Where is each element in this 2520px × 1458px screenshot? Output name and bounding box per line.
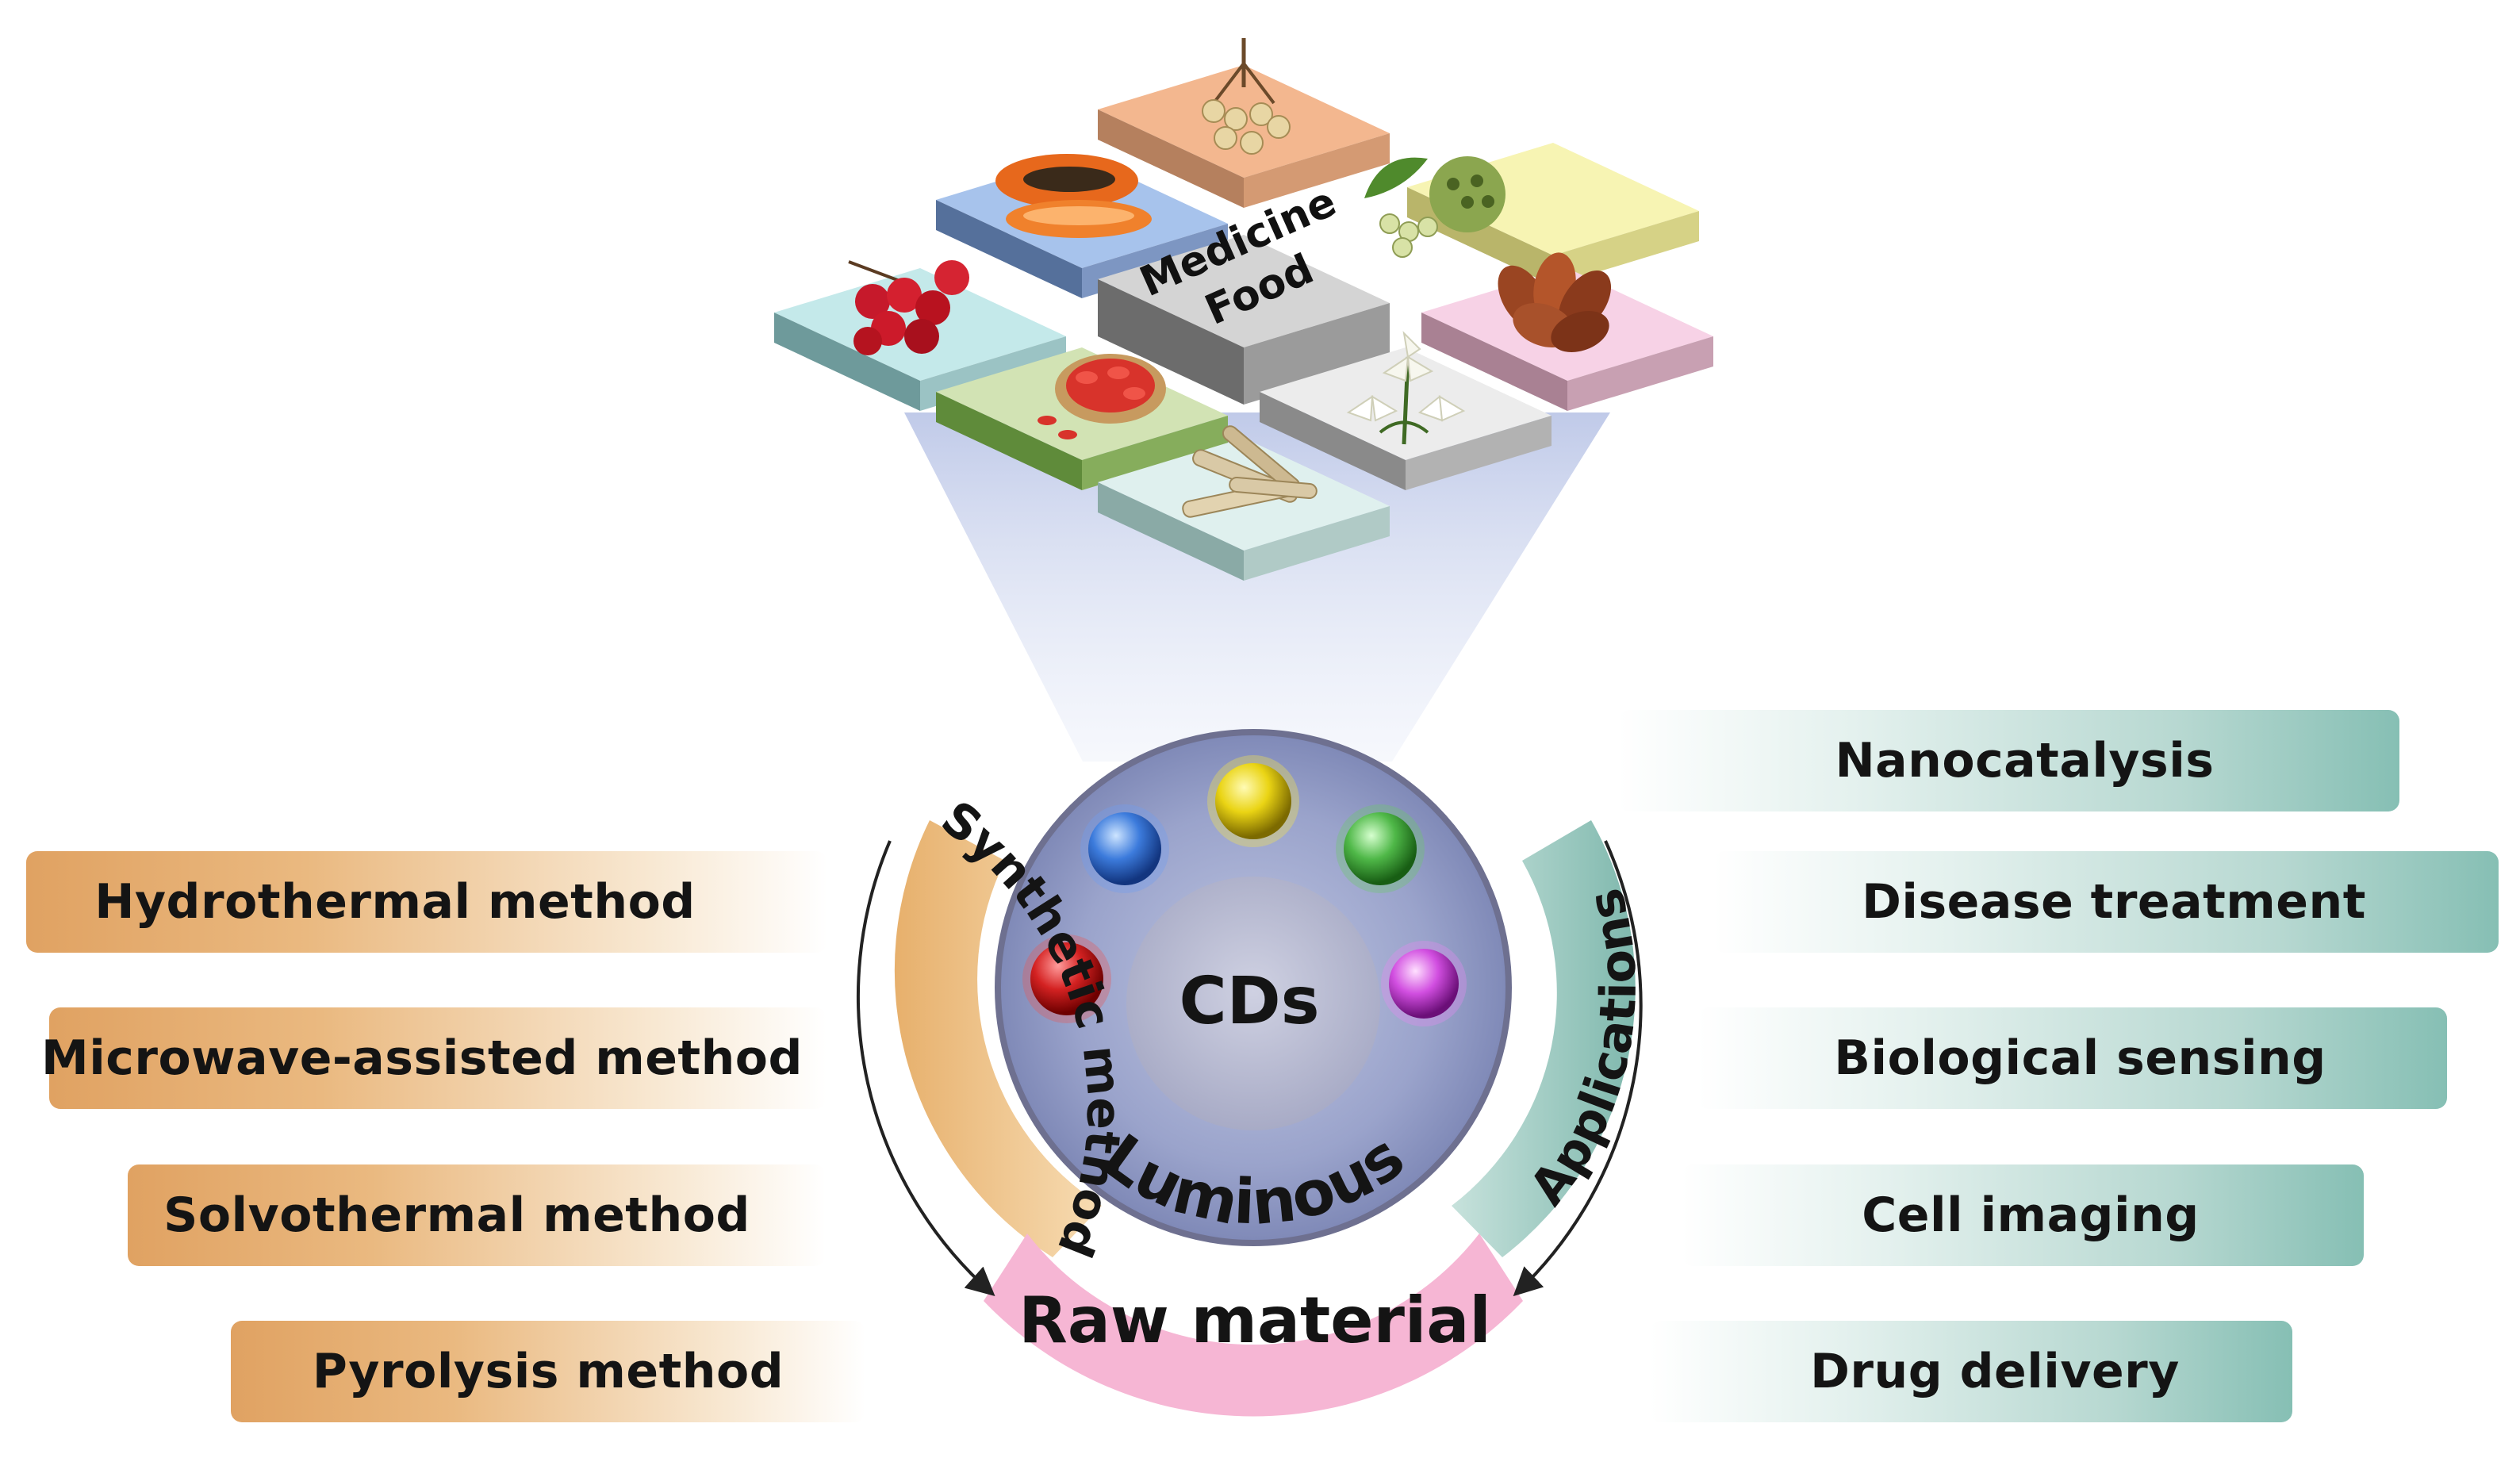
tile-papaya	[936, 154, 1228, 298]
left-curved-arrow	[856, 840, 995, 1296]
application-pill-nanocatalysis: Nanocatalysis	[1618, 710, 2399, 811]
cds-core	[1126, 877, 1380, 1130]
application-pill-drug-delivery: Drug delivery	[1650, 1321, 2292, 1422]
application-label: Drug delivery	[1810, 1344, 2180, 1399]
application-pill-cell-imaging: Cell imaging	[1682, 1164, 2364, 1266]
cds-label: CDs	[1179, 964, 1319, 1039]
application-label: Disease treatment	[1862, 874, 2366, 930]
lotus-seed-icon	[1364, 156, 1505, 258]
method-pill-solvothermal: Solvothermal method	[128, 1164, 826, 1266]
tile-longan	[1098, 38, 1390, 208]
application-pill-disease-treatment: Disease treatment	[1713, 851, 2499, 953]
right-curved-arrow	[1513, 840, 1643, 1297]
method-pill-microwave: Microwave-assisted method	[41, 1007, 827, 1109]
red-dot	[1030, 942, 1103, 1015]
tile-lily	[1260, 331, 1552, 490]
lily-flowers-icon	[1346, 331, 1466, 445]
synthetic-method-band	[894, 820, 1102, 1257]
method-pill-pyrolysis: Pyrolysis method	[231, 1321, 865, 1422]
application-pill-biological-sensing: Biological sensing	[1697, 1007, 2447, 1109]
method-label: Pyrolysis method	[312, 1344, 784, 1399]
tile-roots	[1098, 425, 1390, 581]
yellow-dot	[1215, 763, 1291, 839]
method-label: Solvothermal method	[163, 1188, 750, 1243]
method-pill-hydrothermal: Hydrothermal method	[26, 851, 827, 953]
papaya-icon	[995, 154, 1152, 238]
tile-lotus-seed	[1364, 143, 1699, 286]
applications-band	[1452, 820, 1636, 1257]
hawthorn-berries-icon	[848, 260, 969, 355]
tile-gardenia	[1421, 252, 1713, 411]
raw-material-band	[984, 1234, 1523, 1417]
tile-goji	[936, 347, 1228, 490]
light-beam	[904, 412, 1610, 762]
application-label: Nanocatalysis	[1835, 733, 2215, 788]
method-label: Hydrothermal method	[94, 874, 696, 930]
method-label: Microwave-assisted method	[41, 1030, 803, 1086]
root-slices-icon	[1182, 425, 1318, 518]
green-dot	[1344, 812, 1417, 885]
application-label: Cell imaging	[1862, 1188, 2200, 1243]
blue-dot	[1088, 812, 1161, 885]
tile-hawthorn	[774, 260, 1066, 411]
tile-grid: Medicine Food	[774, 38, 1713, 581]
application-label: Biological sensing	[1834, 1030, 2326, 1086]
magenta-dot	[1389, 949, 1459, 1019]
gardenia-fruit-icon	[1498, 252, 1612, 353]
goji-berries-icon	[1038, 354, 1166, 439]
raw-material-label: Raw material	[1018, 1283, 1490, 1357]
longan-icon	[1202, 38, 1291, 155]
